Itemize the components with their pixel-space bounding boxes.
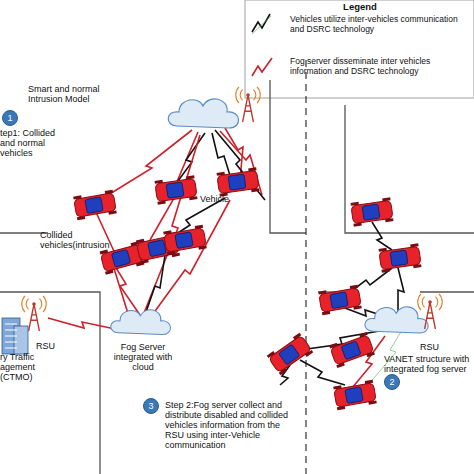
- legend-text: Vehicles utilize inter-vehicles communic…: [290, 14, 462, 34]
- annotation-label: RSU: [36, 341, 66, 351]
- annotation-label: Smart and normal Intrusion Model: [28, 84, 112, 104]
- annotation-label: RSU: [420, 342, 450, 352]
- annotation-label: Vehicle: [200, 194, 240, 204]
- legend-title: Legend: [250, 2, 470, 12]
- legend-text: Fog server disseminate inter vehicles in…: [290, 56, 462, 76]
- annotation-label: tep1: Collided and normal vehicles: [0, 128, 72, 158]
- annotation-label: Fog Server integrated with cloud: [112, 342, 174, 372]
- callout-number: 2: [389, 377, 394, 387]
- annotation-label: VANET structure with integrated fog serv…: [384, 354, 472, 374]
- callout-number: 3: [148, 401, 153, 411]
- callout-circle: 2: [384, 374, 400, 390]
- annotation-label: Step 2:Fog server collect and distribute…: [165, 400, 301, 450]
- annotation-label: Collided vehicles(intrusion: [40, 230, 122, 250]
- callout-circle: 3: [143, 398, 159, 414]
- callout-circle: 1: [2, 110, 18, 126]
- callout-number: 1: [7, 113, 12, 123]
- annotation-label: ry Traffic agement (CTMO): [0, 352, 48, 382]
